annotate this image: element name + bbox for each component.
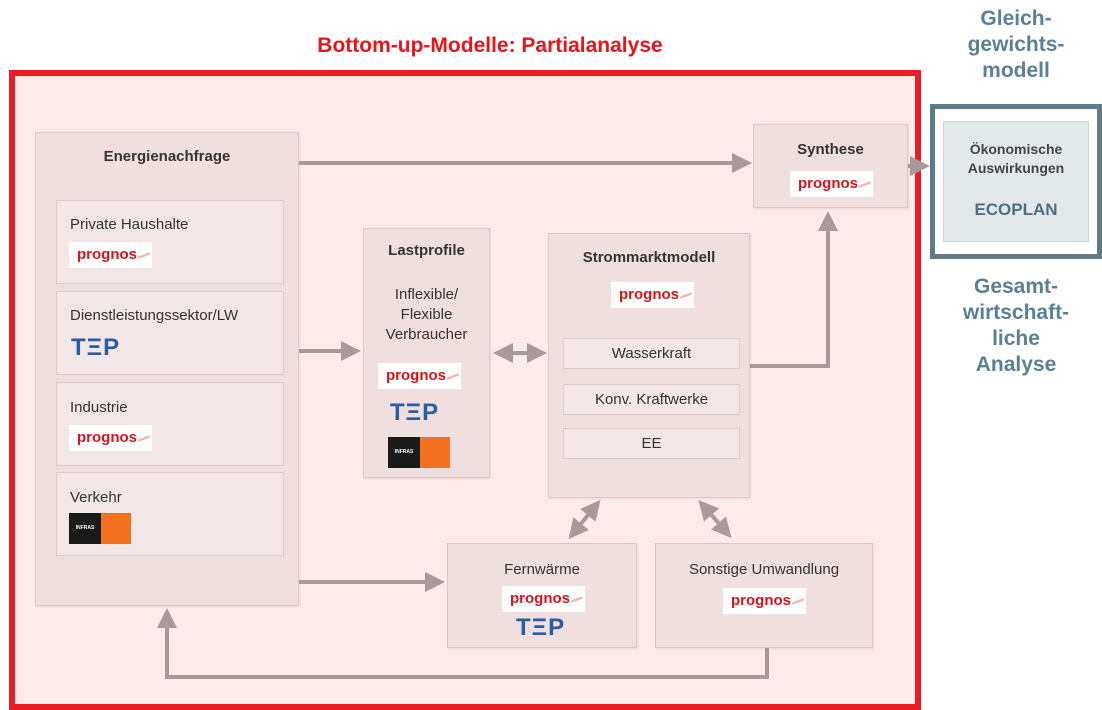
sector-services: Dienstleistungssektor/LW TΞP: [56, 291, 284, 375]
tep-logo: TΞP: [71, 334, 121, 361]
sector-industry: Industrie prognos: [56, 382, 284, 466]
fernwaerme-box: Fernwärme prognos TΞP: [447, 543, 637, 648]
prognos-logo: prognos: [69, 425, 152, 451]
item-konv-kraftwerke: Konv. Kraftwerke: [563, 384, 740, 415]
item-label: Konv. Kraftwerke: [594, 391, 709, 408]
sonstige-umwandlung-box: Sonstige Umwandlung prognos: [655, 543, 873, 648]
lastprofile-description: Inflexible/ Flexible Verbraucher: [364, 285, 489, 345]
tep-logo: TΞP: [390, 399, 440, 426]
synthese-title: Synthese: [797, 141, 864, 158]
prognos-logo-text: prognos: [798, 175, 858, 192]
strommarktmodell-title: Strommarktmodell: [582, 249, 716, 266]
equilibrium-label-line: modell: [982, 59, 1050, 82]
energienachfrage-box: Energienachfrage Private Haushalte progn…: [35, 132, 299, 606]
lastprofile-title: Lastprofile: [388, 242, 465, 259]
item-ee: EE: [563, 428, 740, 459]
tep-logo: TΞP: [516, 614, 566, 641]
macro-label-line: Analyse: [975, 353, 1057, 376]
prognos-logo: prognos: [611, 282, 694, 308]
strommarktmodell-box: Strommarktmodell prognos Wasserkraft Kon…: [548, 233, 750, 498]
macro-label-line: Gesamt-: [973, 275, 1059, 298]
sonstige-title: Sonstige Umwandlung: [688, 561, 840, 578]
economic-effects-line: Ökonomische: [969, 141, 1063, 157]
item-wasserkraft: Wasserkraft: [563, 338, 740, 369]
prognos-logo-text: prognos: [510, 590, 570, 607]
prognos-logo: prognos: [723, 588, 806, 614]
prognos-logo: prognos: [378, 363, 461, 389]
macro-analysis-label: Gesamt- wirtschaft- liche Analyse: [930, 274, 1102, 378]
fernwaerme-title: Fernwärme: [504, 561, 580, 578]
prognos-logo: prognos: [502, 586, 585, 612]
prognos-logo: prognos: [69, 242, 152, 268]
economic-effects-line: Auswirkungen: [967, 160, 1065, 176]
economic-effects-title: Ökonomische Auswirkungen: [944, 140, 1088, 178]
arrow-loop-back-to-demand: [157, 608, 769, 679]
infras-logo: INFRAS: [388, 437, 450, 468]
description-line: Verbraucher: [385, 326, 468, 343]
prognos-logo-text: prognos: [77, 429, 137, 446]
sector-label: Private Haushalte: [70, 216, 189, 233]
sector-label: Industrie: [70, 399, 128, 416]
item-label: EE: [641, 435, 662, 452]
equilibrium-model-label: Gleich- gewichts- modell: [930, 6, 1102, 84]
equilibrium-label-line: Gleich-: [980, 7, 1052, 30]
prognos-logo-text: prognos: [386, 367, 446, 384]
sector-label: Verkehr: [70, 489, 122, 506]
diagram-title: Bottom-up-Modelle: Partialanalyse: [317, 34, 663, 57]
synthese-box: Synthese prognos: [753, 124, 908, 208]
item-label: Wasserkraft: [611, 345, 692, 362]
sector-private-households: Private Haushalte prognos: [56, 200, 284, 284]
ecoplan-logo: ECOPLAN: [974, 200, 1058, 219]
macro-label-line: liche: [992, 327, 1040, 350]
ecoplan-frame: Ökonomische Auswirkungen ECOPLAN: [930, 104, 1102, 259]
ecoplan-box: Ökonomische Auswirkungen ECOPLAN: [943, 121, 1089, 242]
sector-label: Dienstleistungssektor/LW: [70, 307, 239, 324]
arrow-strommarkt-to-synthese: [750, 211, 838, 368]
prognos-logo-text: prognos: [731, 592, 791, 609]
lastprofile-box: Lastprofile Inflexible/ Flexible Verbrau…: [363, 228, 490, 478]
prognos-logo: prognos: [790, 171, 873, 197]
prognos-logo-text: prognos: [619, 286, 679, 303]
sector-transport: Verkehr INFRAS: [56, 472, 284, 556]
description-line: Inflexible/: [394, 286, 459, 303]
infras-logo-text: INFRAS: [69, 513, 101, 544]
arrow-strommarkt-fernwaerme: [568, 499, 601, 540]
flow-arrows: [157, 153, 930, 679]
description-line: Flexible: [400, 306, 453, 323]
equilibrium-label-line: gewichts-: [967, 33, 1065, 56]
infras-logo: INFRAS: [69, 513, 131, 544]
macro-label-line: wirtschaft-: [962, 301, 1070, 324]
prognos-logo-text: prognos: [77, 246, 137, 263]
arrow-strommarkt-sonstige: [698, 499, 732, 539]
infras-logo-text: INFRAS: [388, 437, 420, 468]
energienachfrage-title: Energienachfrage: [103, 148, 231, 165]
